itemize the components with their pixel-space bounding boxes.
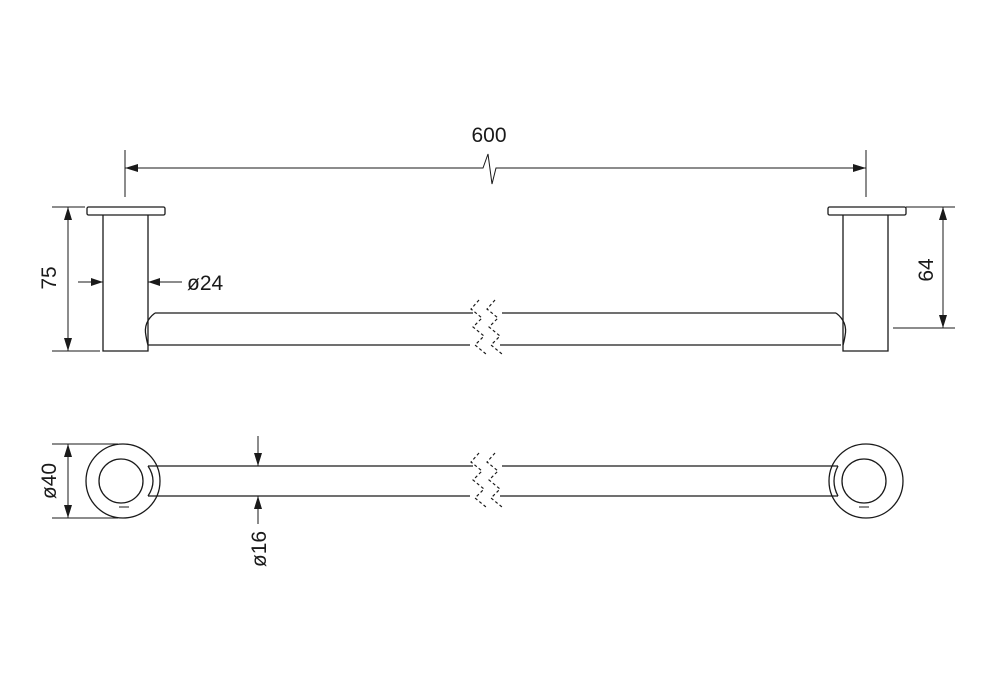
left-wall-plate [86,206,166,216]
height-left-label: 75 [38,266,61,289]
side-break-right [486,299,503,355]
bar-diameter-dimension: ø16 [248,436,271,567]
post-diameter-dimension: ø24 [78,272,224,295]
bar-diameter-label: ø16 [248,531,271,567]
left-flange-inner [98,458,144,504]
right-flange-inner [841,458,887,504]
plan-break-right [486,452,503,508]
plan-view [85,443,904,519]
side-elevation [86,206,907,355]
arrow-right [853,164,866,172]
flange-diameter-dimension: ø40 [38,443,118,519]
arrow-left [125,164,138,172]
right-flange-outer [828,443,904,519]
right-wall-plate [827,206,907,216]
height-right-dimension: 64 [893,206,955,329]
side-break-left [470,299,487,355]
length-dimension: 600 [124,124,867,197]
bar-side-right-end [835,312,847,346]
length-label: 600 [471,124,506,147]
left-flange-outer [85,443,161,519]
length-dim-line [125,153,866,185]
height-right-label: 64 [915,258,938,282]
bar-side-left-end [144,312,156,346]
height-left-dimension: 75 [38,206,100,352]
left-post [102,215,149,352]
plan-break-left [470,452,487,508]
post-diameter-label: ø24 [187,272,224,295]
right-post [842,215,889,352]
flange-diameter-label: ø40 [38,463,61,499]
